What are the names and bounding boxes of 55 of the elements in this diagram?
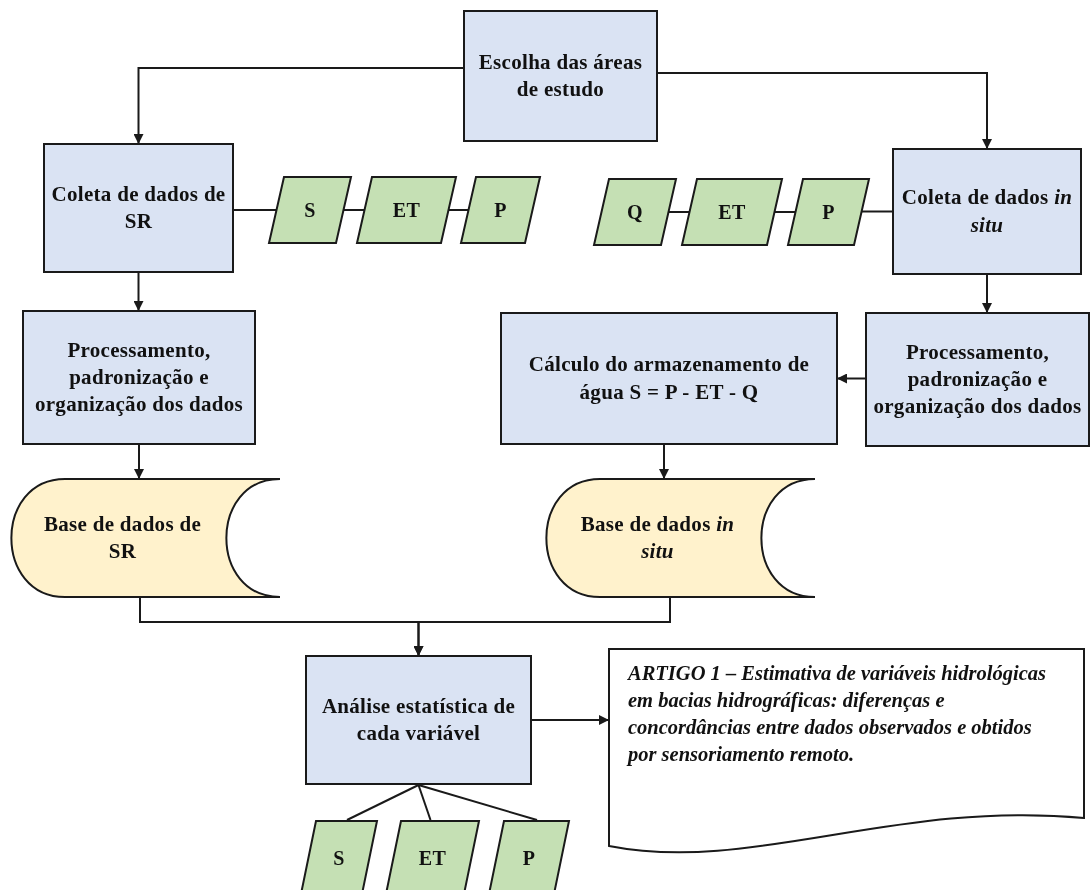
connector-line <box>346 784 420 821</box>
data-parallelogram <box>268 176 352 244</box>
connector-line <box>343 209 365 211</box>
arrow <box>133 272 144 311</box>
node-label: Processamento, padronização e organização dos dados <box>872 338 1083 421</box>
data-parallelogram <box>460 176 541 244</box>
process-box <box>22 310 256 445</box>
node-label: Processamento, padronização e organização dos dados <box>33 336 245 419</box>
data-parallelogram <box>488 820 570 890</box>
node-label: S <box>303 198 317 223</box>
node-label: ET <box>391 198 422 223</box>
connector-line <box>417 784 538 821</box>
process-box <box>463 10 658 142</box>
stored-data-shape <box>545 478 815 598</box>
note-text: ARTIGO 1 – Estimativa de variáveis hidrológicas em bacias hidrográficas: diferenças e concordâncias entre dados observados e obtidos por sensoriamento remoto. <box>628 661 1047 768</box>
node-label: P <box>821 200 836 225</box>
arrow <box>982 274 992 313</box>
data-parallelogram <box>385 820 480 890</box>
node-label: Coleta de dados de SR <box>51 180 226 235</box>
stored-data-shape <box>10 478 280 598</box>
data-parallelogram <box>787 178 870 246</box>
process-box <box>865 312 1090 447</box>
node-label: P <box>521 845 537 871</box>
data-parallelogram <box>681 178 783 246</box>
process-box <box>305 655 532 785</box>
process-box <box>892 148 1082 275</box>
connector-line <box>861 210 893 213</box>
process-box <box>500 312 838 445</box>
data-parallelogram <box>356 176 457 244</box>
node-label: Escolha das áreas de estudo <box>477 48 644 103</box>
connector-line <box>417 784 432 821</box>
node-label: P <box>493 198 508 223</box>
connector-line <box>233 209 277 211</box>
node-label: S <box>332 845 346 871</box>
arrow <box>133 67 464 144</box>
node-label: Base de dados in situ <box>579 510 736 565</box>
node-label: Base de dados de SR <box>42 510 203 565</box>
node-label: Coleta de dados in situ <box>900 184 1074 239</box>
connector-line <box>448 209 469 211</box>
arrow <box>657 72 992 149</box>
arrow <box>837 373 866 384</box>
connector-line <box>774 211 796 213</box>
process-box <box>43 143 234 273</box>
node-label: ET <box>417 845 448 871</box>
node-label: ET <box>717 200 747 225</box>
arrow <box>413 597 671 656</box>
arrow <box>134 444 144 479</box>
data-parallelogram <box>300 820 378 890</box>
node-label: Q <box>626 200 644 225</box>
arrow <box>531 715 609 725</box>
arrow <box>659 444 669 479</box>
connector-line <box>668 211 690 213</box>
node-label: Cálculo do armazenamento de água S = P - ET - Q <box>527 351 811 406</box>
data-parallelogram <box>593 178 677 246</box>
node-label: Análise estatística de cada variável <box>320 692 517 747</box>
